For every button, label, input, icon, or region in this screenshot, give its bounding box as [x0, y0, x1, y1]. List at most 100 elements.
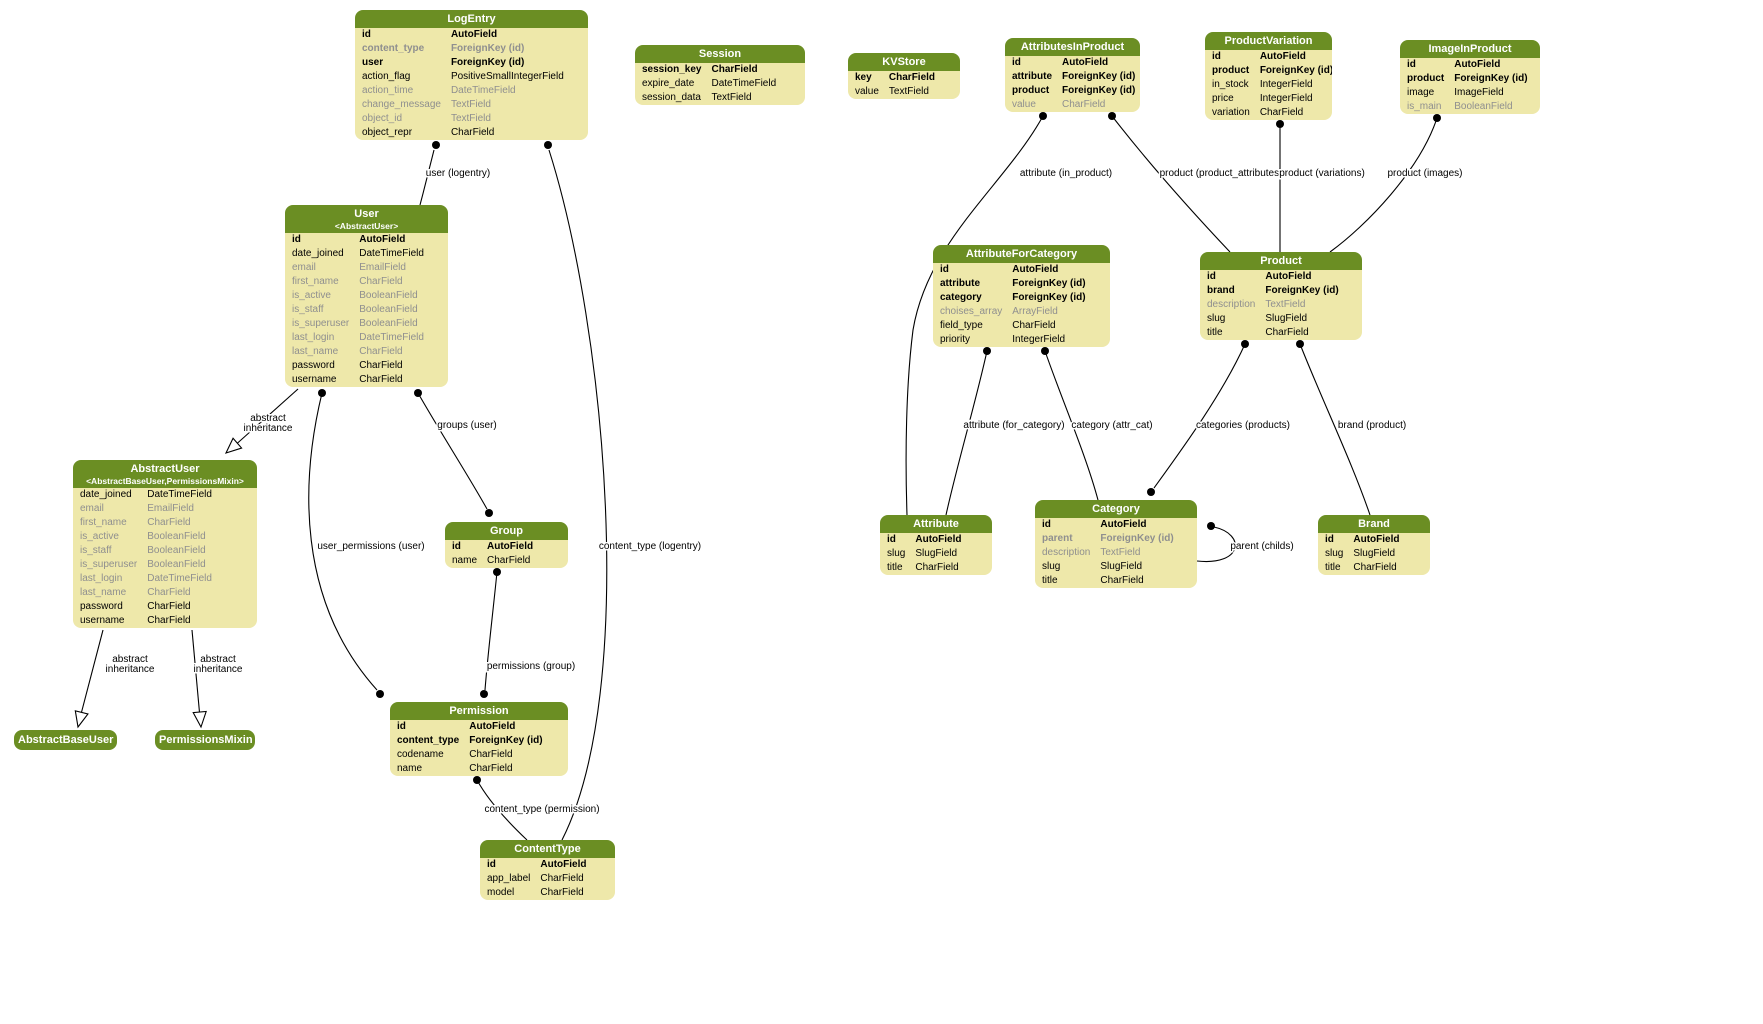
field-name: is_staff	[292, 304, 324, 315]
entity-header-group: Group	[445, 522, 568, 540]
field-name: model	[487, 887, 515, 898]
edge-label-attribute-for-category: attribute (for_category)	[963, 420, 1064, 431]
fk-dot-marker	[1041, 347, 1049, 355]
entity-permissionsmixin: PermissionsMixin	[155, 730, 255, 750]
edge-label-categories-products: categories (products)	[1196, 420, 1290, 431]
field-type: CharField	[711, 64, 758, 75]
field-type: AutoField	[359, 234, 406, 245]
fk-dot-marker	[1433, 114, 1441, 122]
entity-title: ImageInProduct	[1428, 43, 1512, 55]
field-type: PositiveSmallIntegerField	[450, 71, 564, 82]
fk-dot-marker	[473, 776, 481, 784]
field-name: last_login	[80, 573, 123, 584]
field-name: slug	[1042, 561, 1061, 572]
field-name: attribute	[940, 278, 980, 289]
field-type: AutoField	[1454, 59, 1501, 70]
fk-dot-marker	[493, 568, 501, 576]
field-name: in_stock	[1212, 79, 1249, 90]
field-type: AutoField	[1259, 51, 1306, 62]
entity-abstractuser: AbstractUser<AbstractBaseUser,Permission…	[73, 460, 257, 628]
field-type: AutoField	[915, 534, 962, 545]
field-type: ImageField	[1454, 87, 1504, 98]
field-name: title	[887, 562, 903, 573]
edge-category-attr-cat	[1044, 350, 1099, 501]
field-name: session_key	[642, 64, 702, 75]
field-name: product	[1012, 85, 1050, 96]
fk-dot-marker	[1207, 522, 1215, 530]
fk-dot-marker	[1276, 120, 1284, 128]
field-type: ForeignKey (id)	[1259, 65, 1332, 76]
entity-header-attributesinproduct: AttributesInProduct	[1005, 38, 1140, 56]
field-name: slug	[1207, 313, 1226, 324]
edge-label-content-type-logentry: content_type (logentry)	[599, 541, 701, 552]
field-type: BooleanField	[147, 559, 206, 570]
entity-header-logentry: LogEntry	[355, 10, 588, 28]
edge-label-product-images: product (images)	[1387, 168, 1462, 179]
field-type: CharField	[487, 555, 531, 566]
fk-dot-marker	[983, 347, 991, 355]
edge-label-parent-childs: parent (childs)	[1230, 541, 1293, 552]
field-type: ForeignKey (id)	[1454, 73, 1528, 84]
entity-title: Attribute	[913, 518, 959, 530]
field-type: SlugField	[1265, 313, 1308, 324]
field-name: id	[1212, 51, 1221, 62]
entity-title: AbstractBaseUser	[18, 734, 114, 746]
field-name: brand	[1207, 285, 1235, 296]
field-name: last_name	[292, 346, 339, 357]
entity-header-imageinproduct: ImageInProduct	[1400, 40, 1540, 58]
field-type: ForeignKey (id)	[1100, 533, 1174, 544]
edge-content-type-logentry	[548, 149, 608, 841]
entity-header-user: User<AbstractUser>	[285, 205, 448, 233]
field-type: CharField	[469, 763, 513, 774]
fk-dot-marker	[1296, 340, 1304, 348]
field-name: is_superuser	[292, 318, 350, 329]
field-type: CharField	[359, 346, 403, 357]
field-name: change_message	[362, 99, 441, 110]
field-name: name	[452, 555, 478, 566]
field-row: slug SlugField	[1200, 312, 1362, 326]
field-name: id	[1407, 59, 1416, 70]
entity-title: KVStore	[882, 56, 926, 68]
edge-attribute-for-category	[945, 350, 988, 516]
field-name: first_name	[80, 517, 127, 528]
field-type: CharField	[469, 749, 513, 760]
field-type: AutoField	[1012, 264, 1059, 275]
entity-title: Category	[1092, 503, 1140, 515]
entity-title: ProductVariation	[1224, 35, 1313, 47]
field-type: IntegerField	[1012, 334, 1066, 345]
entity-header-attribute: Attribute	[880, 515, 992, 533]
edge-label-content-type-permission: content_type (permission)	[484, 804, 599, 815]
field-type: CharField	[359, 360, 403, 371]
edge-categories-products	[1153, 343, 1246, 489]
field-type: CharField	[450, 127, 495, 138]
field-name: slug	[1325, 548, 1344, 559]
